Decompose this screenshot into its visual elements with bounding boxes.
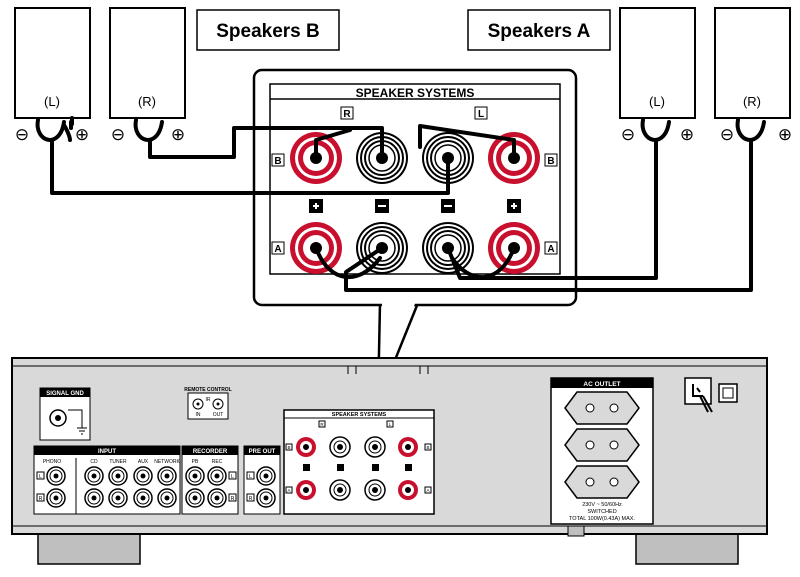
svg-text:AUX: AUX (138, 459, 149, 465)
recorder-label: RECORDER (193, 449, 228, 455)
input-label: INPUT (98, 449, 116, 455)
svg-text:R: R (39, 496, 43, 502)
ac-rating-line3: TOTAL 100W(0.43A) MAX. (569, 516, 635, 522)
svg-text:A: A (426, 488, 429, 493)
svg-text:PHONO: PHONO (43, 459, 61, 465)
speaker-b-right-label: (R) (138, 94, 156, 109)
svg-text:B: B (287, 445, 290, 450)
svg-text:Speakers B: Speakers B (216, 21, 320, 42)
svg-text:B: B (426, 445, 429, 450)
speaker-a-left: (L) ⊖ ⊕ (619, 7, 696, 144)
svg-text:L: L (231, 474, 234, 480)
svg-text:IR: IR (206, 397, 211, 403)
signal-gnd-label: SIGNAL GND (46, 391, 84, 397)
remote-control-label: REMOTE CONTROL (184, 387, 232, 393)
svg-text:NETWORK: NETWORK (154, 459, 180, 465)
svg-text:CD: CD (90, 459, 98, 465)
speaker-terminal-callout: SPEAKER SYSTEMS R L B B A A (252, 68, 578, 404)
svg-text:A: A (287, 488, 290, 493)
ac-rating-line2: SWITCHED (587, 509, 616, 515)
row-tag-b: B (547, 156, 554, 167)
svg-text:REC: REC (212, 459, 223, 465)
row-tag-b: B (274, 156, 281, 167)
speaker-a-right: (R) ⊖ ⊕ (714, 7, 792, 144)
svg-text:L: L (389, 422, 392, 427)
pre-out-block: PRE OUT L R (243, 445, 281, 515)
speakers-b-title: Speakers B (196, 9, 340, 51)
channel-tag-l: L (478, 109, 484, 120)
svg-text:R: R (320, 422, 324, 427)
speaker-b-left-label: (L) (44, 94, 60, 109)
plus-sign: ⊕ (680, 125, 694, 144)
svg-text:L: L (249, 474, 252, 480)
row-tag-a: A (274, 244, 281, 255)
speaker-a-left-label: (L) (649, 94, 665, 109)
svg-text:IN: IN (196, 412, 201, 418)
minus-sign: ⊖ (720, 125, 734, 144)
signal-gnd-block: SIGNAL GND (39, 387, 91, 441)
ac-outlet-block: AC OUTLET 230V ~ 50/60Hz SWITCHED TOTAL … (550, 377, 654, 525)
svg-text:L: L (39, 474, 42, 480)
ac-rating-line1: 230V ~ 50/60Hz (582, 502, 622, 508)
minus-sign: ⊖ (111, 125, 125, 144)
svg-text:R: R (231, 496, 235, 502)
recorder-jacks-block: RECORDER PB REC L R (181, 445, 239, 515)
svg-text:OUT: OUT (213, 412, 224, 418)
row-tag-a: A (547, 244, 554, 255)
power-cord-icon (684, 377, 738, 413)
plus-sign: ⊕ (171, 125, 185, 144)
remote-control-block: REMOTE CONTROL IR IN OUT (184, 387, 232, 420)
ac-socket (564, 391, 640, 499)
speaker-b-right: (R) ⊖ ⊕ (109, 7, 186, 144)
foot-left (37, 533, 141, 565)
ac-outlet-label: AC OUTLET (583, 381, 620, 388)
pre-out-label: PRE OUT (249, 449, 276, 455)
speaker-cables (35, 116, 766, 292)
polarity-minus-marker (441, 199, 455, 213)
plus-sign: ⊕ (75, 125, 89, 144)
svg-text:Speakers A: Speakers A (488, 21, 591, 42)
speaker-systems-terminal-block: SPEAKER SYSTEMS R L B B A A (283, 409, 435, 515)
minus-sign: ⊖ (621, 125, 635, 144)
plus-sign: ⊕ (778, 125, 792, 144)
input-jacks-block: INPUT PHONO CD TUNER AUX NETWORK L R (33, 445, 181, 515)
speaker-systems-small-label: SPEAKER SYSTEMS (332, 412, 387, 418)
minus-sign: ⊖ (15, 125, 29, 144)
amplifier-rear-panel: SIGNAL GND REMOTE CONTROL IR IN OUT INPU… (11, 357, 768, 565)
channel-tag-r: R (343, 109, 351, 120)
foot-right (635, 533, 739, 565)
speaker-b-left: (L) ⊖ ⊕ (14, 7, 91, 144)
svg-text:R: R (249, 496, 253, 502)
ground-symbol-icon (68, 409, 87, 435)
polarity-plus-marker (309, 199, 323, 213)
speaker-systems-heading: SPEAKER SYSTEMS (356, 86, 475, 100)
svg-text:PB: PB (192, 459, 199, 465)
svg-text:TUNER: TUNER (109, 459, 127, 465)
polarity-minus-marker (375, 199, 389, 213)
speakers-a-title: Speakers A (467, 9, 611, 51)
polarity-plus-marker (507, 199, 521, 213)
speaker-a-right-label: (R) (743, 94, 761, 109)
